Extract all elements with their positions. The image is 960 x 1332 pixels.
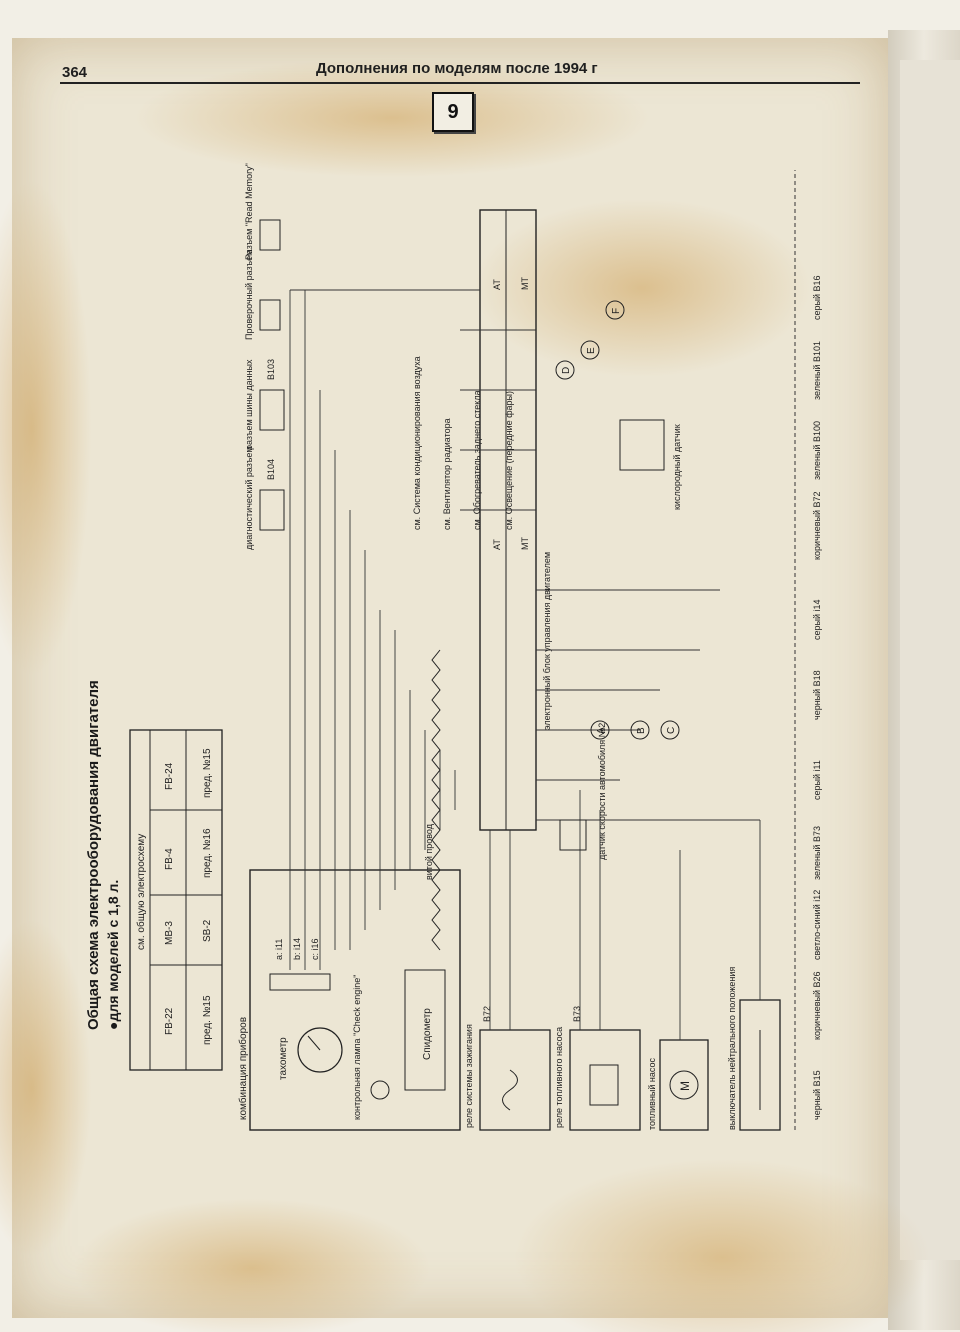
diagnostic-connector: диагностический разъем B104 bbox=[244, 446, 285, 550]
connector-label: B73 bbox=[572, 1006, 582, 1022]
table-cell: SB-2 bbox=[202, 919, 213, 942]
vehicle-speed-sensor: датчик скорости автомобиля №2 bbox=[559, 723, 607, 860]
oxygen-sensor-label: кислородный датчик bbox=[672, 424, 682, 510]
page-number: 364 bbox=[62, 64, 88, 81]
fuel-pump-relay: реле топливного насоса B73 bbox=[554, 1006, 641, 1131]
ecu-variant-label: MT bbox=[520, 277, 530, 290]
legend-color: зеленый B100 bbox=[812, 421, 822, 480]
twisted-wire-label: витой провод bbox=[424, 823, 434, 880]
data-bus-connector-label: разъем шины данных bbox=[244, 359, 254, 450]
speed-sensor-label: датчик скорости автомобиля №2 bbox=[597, 723, 607, 860]
legend-color: серый i11 bbox=[812, 760, 822, 800]
legend-color: серый i14 bbox=[812, 599, 822, 640]
table-cell: пред. №15 bbox=[202, 995, 213, 1045]
test-connector-label: Проверочный разъем bbox=[244, 250, 254, 340]
diagram-subtitle: ●для моделей с 1,8 л. bbox=[105, 880, 121, 1030]
legend-color: черный B18 bbox=[812, 670, 822, 720]
read-memory-connector: Разъем "Read Memory" bbox=[244, 163, 281, 260]
cross-reference: см. Освещение (передние фары) bbox=[504, 391, 514, 530]
legend-color: зеленый B73 bbox=[812, 826, 822, 880]
fuel-pump-relay-label: реле топливного насоса bbox=[554, 1027, 564, 1128]
oxygen-sensor: кислородный датчик bbox=[619, 419, 682, 510]
wiring-diagram: Общая схема электрооборудования двигател… bbox=[85, 163, 822, 1131]
cross-reference: см. Обогреватель заднего стекла bbox=[472, 390, 482, 530]
connector-label: B104 bbox=[266, 459, 276, 480]
ecu-variant-label: AT bbox=[492, 279, 502, 290]
legend-color: зеленый B101 bbox=[812, 341, 822, 400]
ecu-label: электронный блок управления двигателем bbox=[542, 552, 552, 730]
legend-color: коричневый B72 bbox=[812, 491, 822, 560]
legend-color: светло-синий i12 bbox=[812, 890, 822, 960]
terminal-label: A bbox=[596, 727, 607, 734]
connector-label: b: i14 bbox=[292, 938, 302, 960]
neutral-switch-label: выключатель нейтрального положения bbox=[727, 967, 737, 1130]
ecu-variant-label: MT bbox=[520, 537, 530, 550]
section-number-box: 9 bbox=[432, 92, 474, 132]
check-engine-lamp-label: контрольная лампа "Check engine" bbox=[352, 975, 362, 1121]
connector-label: c: i16 bbox=[310, 938, 320, 960]
fuel-pump: M топливный насос bbox=[647, 1039, 709, 1131]
legend-color: серый B16 bbox=[812, 275, 822, 320]
ignition-relay-label: реле системы зажигания bbox=[464, 1024, 474, 1128]
terminal-label: E bbox=[586, 347, 597, 354]
cross-reference: см. Система кондиционирования воздуха bbox=[412, 356, 422, 530]
terminal-label: F bbox=[611, 308, 622, 314]
next-page-edge bbox=[900, 60, 960, 1260]
ignition-relay: реле системы зажигания B72 bbox=[464, 1006, 551, 1131]
page-paper bbox=[0, 38, 932, 1332]
ecu-variant-label: AT bbox=[492, 539, 502, 550]
tachometer-label: тахометр bbox=[278, 1037, 289, 1080]
speedometer-label: Спидометр bbox=[422, 1008, 433, 1060]
connector-label: B103 bbox=[266, 359, 276, 380]
svg-text:M: M bbox=[678, 1081, 692, 1091]
page-header-title: Дополнения по моделям после 1994 г bbox=[316, 60, 598, 77]
table-cell: FB-22 bbox=[164, 1007, 175, 1035]
terminal-label: C bbox=[666, 727, 677, 734]
wire-harness bbox=[289, 289, 761, 1040]
terminals: A B C D E F bbox=[555, 300, 680, 740]
reference-table: см. общую электросхему FB-22 MB-3 FB-4 F… bbox=[129, 729, 223, 1071]
table-header: см. общую электросхему bbox=[135, 834, 147, 950]
diagram-title: Общая схема электрооборудования двигател… bbox=[85, 680, 102, 1030]
test-connector: Проверочный разъем bbox=[244, 250, 281, 340]
instrument-cluster: комбинация приборов тахометр контрольная… bbox=[237, 869, 461, 1131]
connector-label: B72 bbox=[482, 1006, 492, 1022]
legend-color: черный B15 bbox=[812, 1070, 822, 1120]
diagnostic-connector-label: диагностический разъем bbox=[244, 446, 254, 550]
fuel-pump-label: топливный насос bbox=[647, 1057, 657, 1130]
terminal-label: B bbox=[636, 727, 647, 734]
instrument-cluster-label: комбинация приборов bbox=[237, 1017, 249, 1120]
table-cell: пред. №15 bbox=[202, 748, 213, 798]
table-cell: пред. №16 bbox=[202, 828, 213, 878]
table-cell: MB-3 bbox=[164, 921, 175, 945]
table-cell: FB-4 bbox=[164, 848, 175, 870]
header-rule bbox=[60, 82, 860, 84]
terminal-label: D bbox=[561, 367, 572, 374]
connector-legend: черный B15 коричневый B26 светло-синий i… bbox=[812, 275, 822, 1120]
cross-reference: см. Вентилятор радиатора bbox=[442, 418, 452, 530]
legend-color: коричневый B26 bbox=[812, 971, 822, 1040]
data-bus-connector: разъем шины данных B103 bbox=[244, 359, 285, 450]
engine-ecu: электронный блок управления двигателем A… bbox=[479, 209, 552, 831]
neutral-switch: выключатель нейтрального положения bbox=[727, 967, 781, 1131]
table-cell: FB-24 bbox=[164, 762, 175, 790]
read-memory-connector-label: Разъем "Read Memory" bbox=[244, 163, 254, 260]
connector-label: a: i11 bbox=[274, 939, 284, 960]
twisted-wire bbox=[431, 649, 441, 951]
